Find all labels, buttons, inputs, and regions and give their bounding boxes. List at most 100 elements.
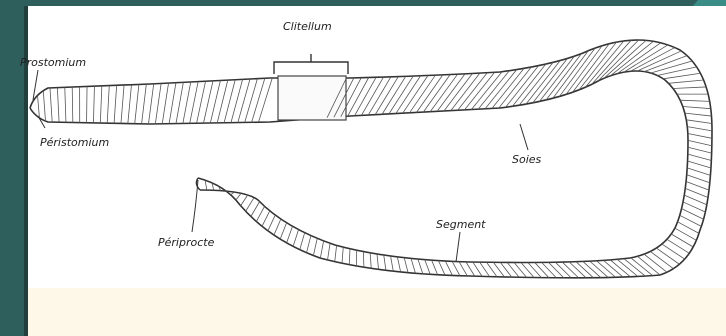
segment-ring	[673, 87, 706, 89]
segment-ring	[656, 248, 679, 264]
segment-ring	[452, 261, 460, 275]
segment-ring	[603, 260, 623, 277]
segment-ring	[251, 202, 260, 217]
segment-ring	[262, 211, 270, 226]
segment-ring	[685, 113, 712, 116]
segment-ring	[389, 76, 413, 114]
segment-ring	[135, 84, 139, 123]
segment-ring	[685, 188, 708, 197]
segment-ring	[680, 100, 709, 101]
segment-ring	[93, 86, 94, 123]
segment-ring	[100, 86, 102, 123]
segment-ring	[245, 79, 258, 123]
segment-ring	[590, 261, 608, 277]
segment-ring	[142, 84, 147, 124]
segment-ring	[416, 75, 442, 113]
segment-ring	[667, 239, 689, 253]
segment-ring	[499, 67, 532, 108]
segment-ring	[598, 40, 639, 81]
label-segment: Segment	[436, 218, 486, 231]
segment-ring	[107, 86, 109, 124]
segment-ring	[258, 78, 272, 122]
segment-ring	[114, 85, 117, 123]
segment-ring	[274, 219, 281, 235]
segment-ring	[238, 79, 250, 123]
segment-ring	[43, 91, 45, 121]
segment-ring	[562, 262, 578, 278]
segment-ring	[579, 42, 617, 90]
segment-ring	[313, 238, 317, 255]
segment-ring	[555, 262, 571, 278]
segment-rings	[38, 40, 712, 278]
segment-ring	[183, 82, 191, 123]
segment-ring	[688, 147, 712, 153]
label-clitellum: Clitellum	[283, 20, 332, 33]
segment-ring	[403, 75, 428, 113]
segment-ring	[583, 261, 601, 277]
segment-ring	[688, 161, 711, 168]
clitellum-bracket	[274, 54, 348, 74]
segment-ring	[445, 261, 452, 275]
segment-ring	[231, 79, 243, 122]
segment-ring	[663, 73, 700, 79]
segment-ring	[256, 206, 264, 221]
segment-ring	[162, 83, 168, 124]
segment-ring	[148, 84, 153, 124]
segment-ring	[438, 261, 445, 276]
segment-ring	[423, 75, 450, 113]
segment-ring	[430, 74, 458, 112]
segment-ring	[377, 254, 379, 269]
segment-ring	[662, 244, 685, 259]
worm-lower-edge	[30, 71, 688, 263]
segment-ring	[396, 76, 421, 114]
segment-ring	[597, 261, 616, 277]
segment-ring	[370, 253, 371, 269]
segment-ring	[688, 133, 712, 138]
segment-ring	[121, 85, 124, 123]
segment-ring	[342, 247, 343, 263]
label-periprocte: Périprocte	[158, 236, 215, 249]
segment-ring	[241, 195, 248, 206]
segment-ring	[569, 262, 586, 278]
segment-ring	[404, 258, 408, 273]
segment-ring	[361, 77, 383, 115]
segment-ring	[128, 85, 132, 124]
segment-ring	[411, 258, 415, 273]
segment-ring	[686, 182, 709, 191]
segment-ring	[432, 260, 438, 275]
segment-ring	[252, 78, 265, 122]
segment-ring	[368, 77, 391, 115]
segment-ring	[246, 198, 254, 212]
segment-ring	[535, 262, 549, 277]
segment-ring	[521, 262, 534, 277]
segment-ring	[687, 127, 712, 131]
segment-leader	[456, 232, 460, 262]
segment-ring	[688, 154, 712, 160]
segment-ring	[50, 88, 52, 122]
segment-ring	[328, 243, 331, 260]
segment-ring	[375, 77, 398, 115]
segment-ring	[466, 262, 475, 276]
segment-ring	[409, 75, 435, 113]
segment-ring	[644, 254, 667, 272]
label-peristomium: Péristomium	[40, 136, 109, 149]
segment-ring	[425, 260, 430, 275]
segment-ring	[686, 120, 712, 124]
segment-ring	[500, 262, 511, 277]
segment-ring	[205, 180, 207, 190]
segment-ring	[155, 83, 161, 123]
segment-ring	[176, 82, 183, 123]
segment-ring	[528, 262, 542, 277]
segment-ring	[684, 195, 707, 205]
label-prostomium: Prostomium	[20, 56, 86, 69]
segment-ring	[287, 226, 293, 243]
segment-ring	[668, 80, 703, 83]
segment-ring	[548, 262, 563, 277]
segment-ring	[307, 236, 311, 253]
segment-ring	[687, 175, 710, 183]
segment-ring	[650, 251, 673, 268]
segment-ring	[293, 230, 298, 247]
segment-ring	[471, 72, 502, 110]
